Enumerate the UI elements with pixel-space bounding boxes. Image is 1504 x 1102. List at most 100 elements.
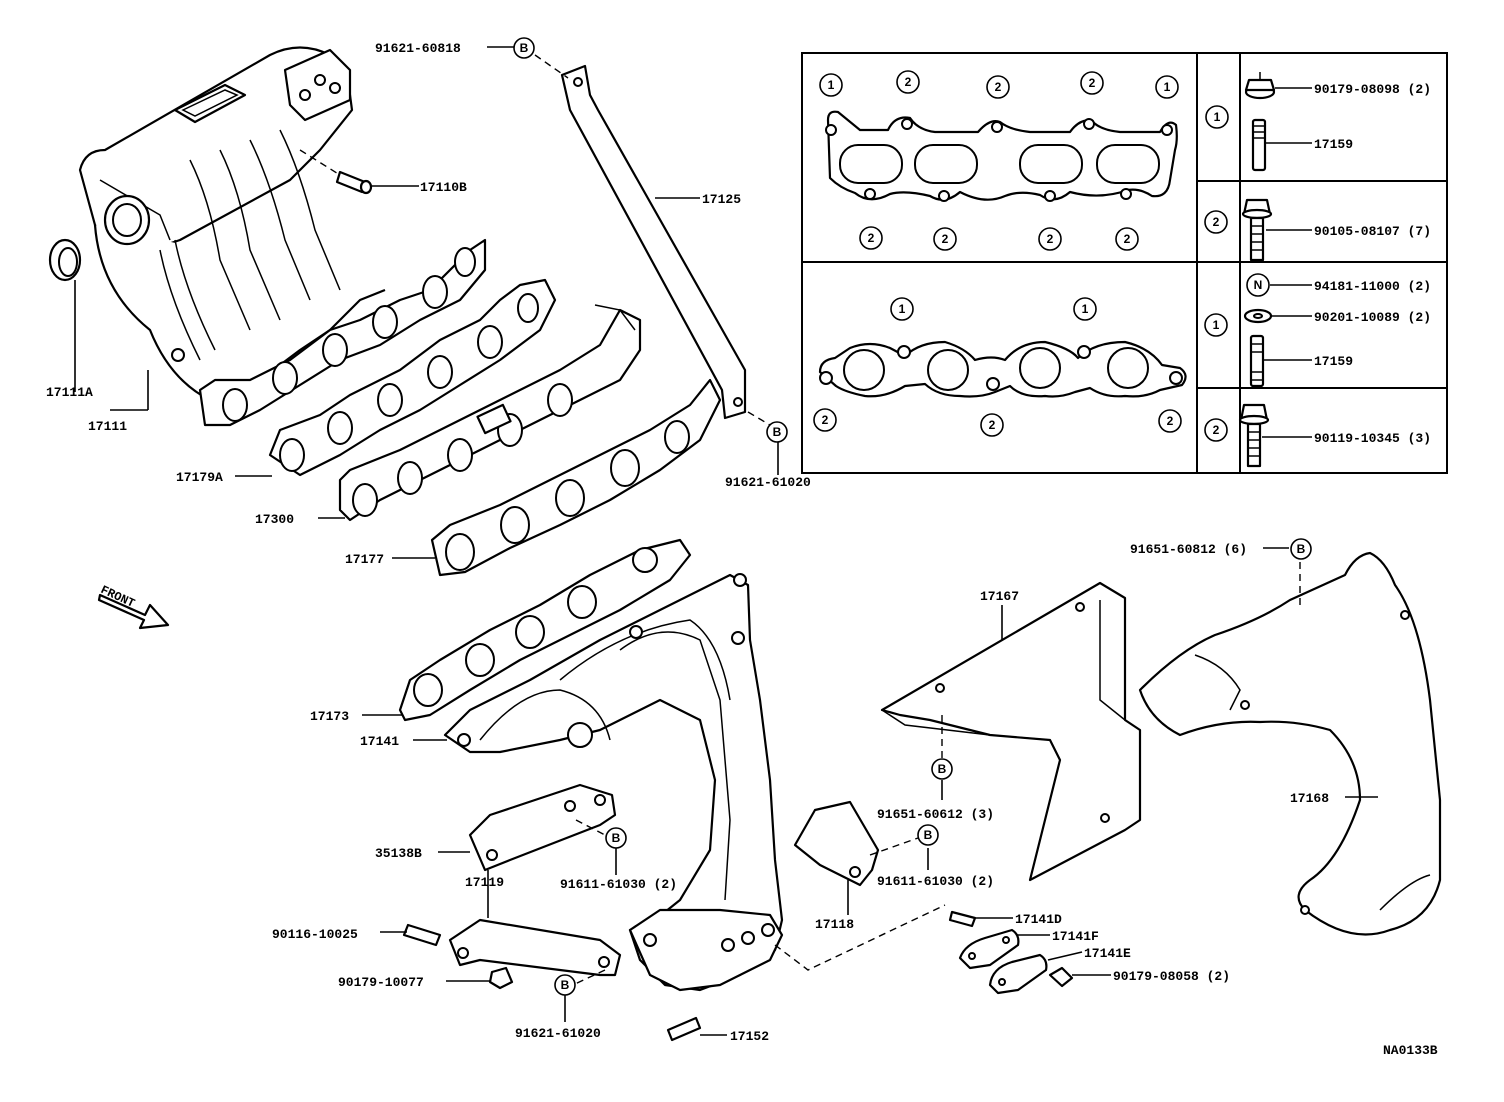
- b-markers: B B B B B B B: [513, 37, 1312, 996]
- lower-gasket-marks: 1 1 2 2 2: [813, 297, 1182, 437]
- callout-91651-60812: 91651-60812 (6): [1130, 542, 1247, 557]
- callout-91651-60612: 91651-60612 (3): [877, 807, 994, 822]
- stud-icon-90116: [402, 923, 442, 947]
- key-1: 1: [1213, 318, 1220, 332]
- callout-91621-60818: 91621-60818: [375, 41, 461, 56]
- nut-icon-90179-10077: [488, 966, 514, 990]
- legend-part-17159: 17159: [1314, 137, 1353, 152]
- callout-17111a: 17111A: [46, 385, 93, 400]
- mark-2: 2: [942, 232, 949, 246]
- n-mark: N: [1254, 278, 1263, 292]
- mark-2: 2: [989, 418, 996, 432]
- callout-17141d: 17141D: [1015, 912, 1062, 927]
- callout-17177: 17177: [345, 552, 384, 567]
- key-2: 2: [1213, 423, 1220, 437]
- callout-90116-10025: 90116-10025: [272, 927, 358, 942]
- flange-bolt-icon: [1238, 403, 1270, 468]
- intake-spacer-17300: [338, 304, 642, 522]
- mark-2: 2: [1167, 414, 1174, 428]
- b-marker: B: [924, 828, 933, 842]
- flange-nut-icon: [1244, 72, 1276, 100]
- callout-35138b: 35138B: [375, 846, 422, 861]
- mark-2: 2: [905, 75, 912, 89]
- callout-17118: 17118: [815, 917, 854, 932]
- callout-17111: 17111: [88, 419, 127, 434]
- callout-17173: 17173: [310, 709, 349, 724]
- callout-17167: 17167: [980, 589, 1019, 604]
- diagram-id: NA0133B: [1383, 1043, 1438, 1058]
- stud-icon: [1249, 334, 1265, 388]
- b-marker: B: [773, 425, 782, 439]
- callout-17152: 17152: [730, 1029, 769, 1044]
- flange-bolt-icon: [1241, 198, 1273, 262]
- b-marker: B: [938, 762, 947, 776]
- exhaust-gasket-17173: [398, 538, 692, 722]
- intake-gasket-diagram: [825, 110, 1178, 202]
- callout-90179-08058: 90179-08058 (2): [1113, 969, 1230, 984]
- stud-icon-17141d: [948, 910, 977, 928]
- legend-key-column: 1 2 1 2: [1204, 105, 1229, 442]
- key-1: 1: [1214, 110, 1221, 124]
- callout-17141e: 17141E: [1084, 946, 1131, 961]
- part-callouts: 91621-60818 17110B 17125 17111A 17111 17…: [46, 41, 1438, 1058]
- washer-icon: [1243, 308, 1273, 324]
- heat-insulator-17118: [793, 800, 880, 887]
- mark-2: 2: [822, 413, 829, 427]
- mark-2: 2: [995, 80, 1002, 94]
- mark-2: 2: [868, 231, 875, 245]
- cover-plate-17141e: [988, 953, 1048, 995]
- callout-17125: 17125: [702, 192, 741, 207]
- throttle-seal-ring-icon: [48, 238, 82, 282]
- hose-fitting-icon: [335, 170, 373, 195]
- key-2: 2: [1213, 215, 1220, 229]
- b-marker: B: [520, 41, 529, 55]
- upper-gasket-marks: 1 2 2 2 1 2 2 2 2: [819, 70, 1179, 251]
- callout-17168: 17168: [1290, 791, 1329, 806]
- callout-91611-61030-b: 91611-61030 (2): [877, 874, 994, 889]
- fastener-legend-table: 1 2 2 2 1 2 2 2 2 1 1 2 2: [801, 52, 1448, 474]
- flange-gasket-17141f: [958, 928, 1020, 970]
- mark-1: 1: [899, 302, 906, 316]
- mark-2: 2: [1089, 76, 1096, 90]
- callout-17110b: 17110B: [420, 180, 467, 195]
- callout-17179a: 17179A: [176, 470, 223, 485]
- mark-2: 2: [1047, 232, 1054, 246]
- callout-17141f: 17141F: [1052, 929, 1099, 944]
- mark-1: 1: [1082, 302, 1089, 316]
- legend-part-94181-11000: 94181-11000 (2): [1314, 279, 1431, 294]
- bracket-35138b: [468, 783, 617, 872]
- b-marker: B: [612, 831, 621, 845]
- mark-2: 2: [1124, 232, 1131, 246]
- b-marker: B: [1297, 542, 1306, 556]
- mark-1: 1: [1164, 80, 1171, 94]
- legend-fasteners: 90179-08098 (2) 17159 90105-081: [1238, 72, 1431, 468]
- legend-part-17159-b: 17159: [1314, 354, 1353, 369]
- legend-part-90201-10089: 90201-10089 (2): [1314, 310, 1431, 325]
- exhaust-manifold-17141: [443, 573, 784, 992]
- intake-gasket-17179a: [268, 278, 557, 477]
- leader-lines: [74, 46, 1378, 1036]
- mark-1: 1: [828, 78, 835, 92]
- callout-91621-61020-bot: 91621-61020: [515, 1026, 601, 1041]
- stud-icon: [1251, 118, 1267, 172]
- intake-gasket-17177: [430, 378, 722, 577]
- stay-17119: [448, 918, 622, 977]
- exhaust-gasket-diagram: [818, 340, 1187, 398]
- manifold-stay-17125: [560, 64, 747, 420]
- legend-part-90179-08098: 90179-08098 (2): [1314, 82, 1431, 97]
- stud-icon-17152: [666, 1016, 702, 1042]
- legend-part-90119-10345: 90119-10345 (3): [1314, 431, 1431, 446]
- heat-insulator-17167: [880, 581, 1142, 882]
- callout-17141: 17141: [360, 734, 399, 749]
- front-direction-arrow: FRONT: [97, 583, 170, 630]
- legend-part-90105-08107: 90105-08107 (7): [1314, 224, 1431, 239]
- callout-90179-10077: 90179-10077: [338, 975, 424, 990]
- nut-icon-90179-08058: [1048, 966, 1074, 988]
- callout-17119: 17119: [465, 875, 504, 890]
- callout-91621-61020-top: 91621-61020: [725, 475, 811, 490]
- callout-91611-61030-a: 91611-61030 (2): [560, 877, 677, 892]
- b-marker: B: [561, 978, 570, 992]
- callout-17300: 17300: [255, 512, 294, 527]
- heat-insulator-17168: [1138, 551, 1442, 936]
